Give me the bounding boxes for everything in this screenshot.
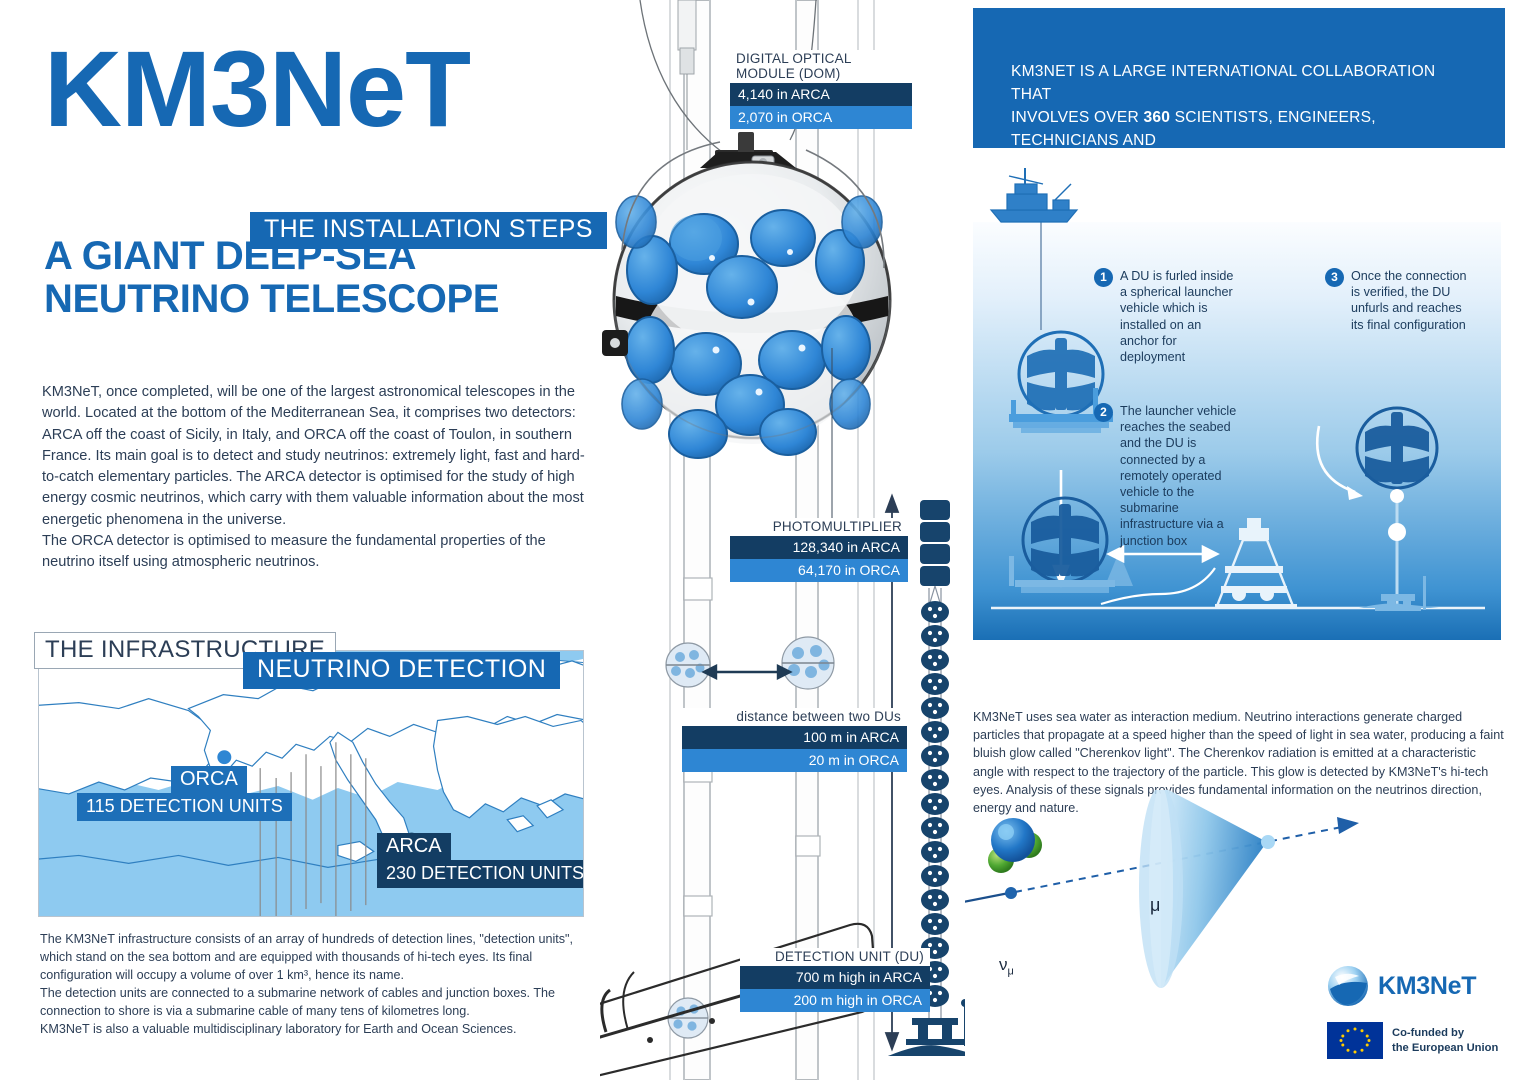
mediterranean-map: ORCA 115 DETECTION UNITS ARCA 230 DETECT… (38, 650, 584, 917)
distance-arrow (701, 664, 793, 680)
neutrino-detection-paragraph: KM3NeT uses sea water as interaction med… (973, 710, 1504, 816)
intro-paragraph: KM3NeT, once completed, will be one of t… (42, 384, 585, 571)
dom-callout: DIGITAL OPTICAL MODULE (DOM) 4,140 in AR… (730, 50, 912, 129)
page-title: KM3NeT (44, 28, 471, 149)
launcher-vehicle-step1 (1009, 330, 1113, 433)
small-dom-lower (667, 997, 709, 1039)
pmt-caption: PHOTOMULTIPLIER (730, 518, 908, 536)
muon-arrowhead (1337, 817, 1359, 834)
step-2-number: 2 (1094, 403, 1113, 422)
infrastructure-paragraph: The KM3NeT infrastructure consists of an… (40, 932, 574, 1037)
eu-flag-icon (1327, 1022, 1383, 1059)
small-dom-left (665, 642, 711, 688)
photomultiplier-tubes-upper (615, 195, 883, 319)
step-1-text: A DU is furled inside a spherical launch… (1120, 269, 1234, 365)
installation-steps-panel (973, 222, 1501, 640)
neutrino-track (965, 891, 1010, 903)
pmt-orca-value: 64,170 in ORCA (730, 559, 908, 582)
deployment-ship (989, 168, 1079, 223)
logo-block: KM3NeT Co-funded by the (1327, 965, 1507, 1059)
launcher-vehicle-seabed (1009, 496, 1133, 593)
du-distance-callout: distance between two DUs 100 m in ARCA 2… (682, 708, 907, 772)
detection-unit-tower (884, 493, 965, 1056)
du-spacing-group (665, 636, 835, 690)
km3net-logo: KM3NeT (1327, 965, 1507, 1007)
step-3-text: Once the connection is verified, the DU … (1351, 269, 1467, 332)
digital-optical-module (602, 132, 892, 520)
cherenkov-cone (1139, 790, 1267, 988)
neutrino-vertex (1005, 887, 1017, 899)
water-molecule (988, 818, 1042, 873)
unfurled-detection-unit (1315, 406, 1439, 611)
dom-clamp (602, 330, 628, 356)
cone-apex (1261, 835, 1275, 849)
step-2-text: The launcher vehicle reaches the seabed … (1120, 404, 1237, 548)
du-anchor-base (888, 999, 965, 1056)
du-distance-orca-value: 20 m in ORCA (682, 749, 907, 772)
scientists-count: 360 (1143, 109, 1171, 126)
top-fixture (677, 0, 697, 150)
step-1-number: 1 (1094, 268, 1113, 287)
du-distance-caption: distance between two DUs (682, 708, 907, 726)
arca-label: ARCA (377, 833, 451, 861)
du-arca-value: 700 m high in ARCA (740, 966, 930, 989)
du-distance-arca-value: 100 m in ARCA (682, 726, 907, 749)
center-column: DIGITAL OPTICAL MODULE (DOM) 4,140 in AR… (600, 0, 965, 1080)
orca-units-label: 115 DETECTION UNITS (77, 793, 292, 821)
countries-count: 21 (1316, 155, 1335, 172)
left-column: KM3NeT A GIANT DEEP-SEA NEUTRINO TELESCO… (0, 0, 600, 1080)
eu-stars-icon (1327, 1022, 1383, 1059)
photomultiplier-tubes-lower (621, 315, 871, 459)
orca-label: ORCA (171, 766, 247, 794)
muon-label: μ (1150, 895, 1161, 915)
right-column: KM3NET IS A LARGE INTERNATIONAL COLLABOR… (965, 0, 1513, 1080)
eu-line-1: Co-funded by (1392, 1027, 1465, 1039)
arca-units-label: 230 DETECTION UNITS (377, 860, 583, 888)
dom-arca-value: 4,140 in ARCA (730, 83, 912, 106)
collab-line-1: KM3NET IS A LARGE INTERNATIONAL COLLABOR… (1011, 63, 1436, 103)
du-caption: DETECTION UNIT (DU) (740, 948, 930, 966)
dom-orca-value: 2,070 in ORCA (730, 106, 912, 129)
eu-funding-text: Co-funded by the European Union (1392, 1026, 1498, 1055)
orca-site-marker (217, 750, 232, 765)
neutrino-label: νμ (999, 955, 1014, 978)
du-dom-nodes (921, 601, 949, 1007)
infrastructure-section: THE INFRASTRUCTURE (34, 632, 584, 917)
subtitle-line-2: NEUTRINO TELESCOPE (44, 277, 500, 322)
collab-line-3: STUDENTS OF 68 INSTITUTIONS FROM 21 COUN… (1011, 155, 1437, 172)
dom-cage (613, 141, 891, 439)
collab-line-2: INVOLVES OVER 360 SCIENTISTS, ENGINEERS,… (1011, 109, 1376, 149)
installation-steps-heading: THE INSTALLATION STEPS (250, 212, 607, 249)
du-callout: DETECTION UNIT (DU) 700 m high in ARCA 2… (740, 948, 930, 1012)
km3net-logo-text: KM3NeT (1378, 971, 1477, 1000)
installation-step-2: 2 The launcher vehicle reaches the seabe… (1094, 403, 1240, 549)
step-3-number: 3 (1325, 268, 1344, 287)
cherenkov-graphic (965, 790, 1359, 988)
collaboration-banner: KM3NET IS A LARGE INTERNATIONAL COLLABOR… (973, 8, 1505, 172)
dom-caption: DIGITAL OPTICAL MODULE (DOM) (730, 50, 912, 83)
installation-scene (991, 222, 1485, 611)
cherenkov-diagram: H2O (965, 790, 1385, 1030)
institutions-count: 68 (1127, 155, 1146, 172)
du-buoy (920, 500, 950, 586)
small-dom-right (781, 636, 835, 690)
km3net-sphere-icon (1328, 966, 1368, 1006)
installation-step-3: 3 Once the connection is verified, the D… (1325, 268, 1471, 333)
junction-box (1215, 518, 1297, 609)
eu-funding-badge: Co-funded by the European Union (1327, 1022, 1507, 1059)
eu-line-2: the European Union (1392, 1041, 1499, 1054)
pmt-arca-value: 128,340 in ARCA (730, 536, 908, 559)
rov-connection-arrow (1106, 544, 1220, 564)
du-orca-value: 200 m high in ORCA (740, 989, 930, 1012)
neutrino-detection-heading: NEUTRINO DETECTION (243, 652, 561, 689)
installation-step-1: 1 A DU is furled inside a spherical laun… (1094, 268, 1240, 365)
pmt-callout: PHOTOMULTIPLIER 128,340 in ARCA 64,170 i… (730, 518, 908, 582)
detector-illustration (600, 0, 965, 1080)
